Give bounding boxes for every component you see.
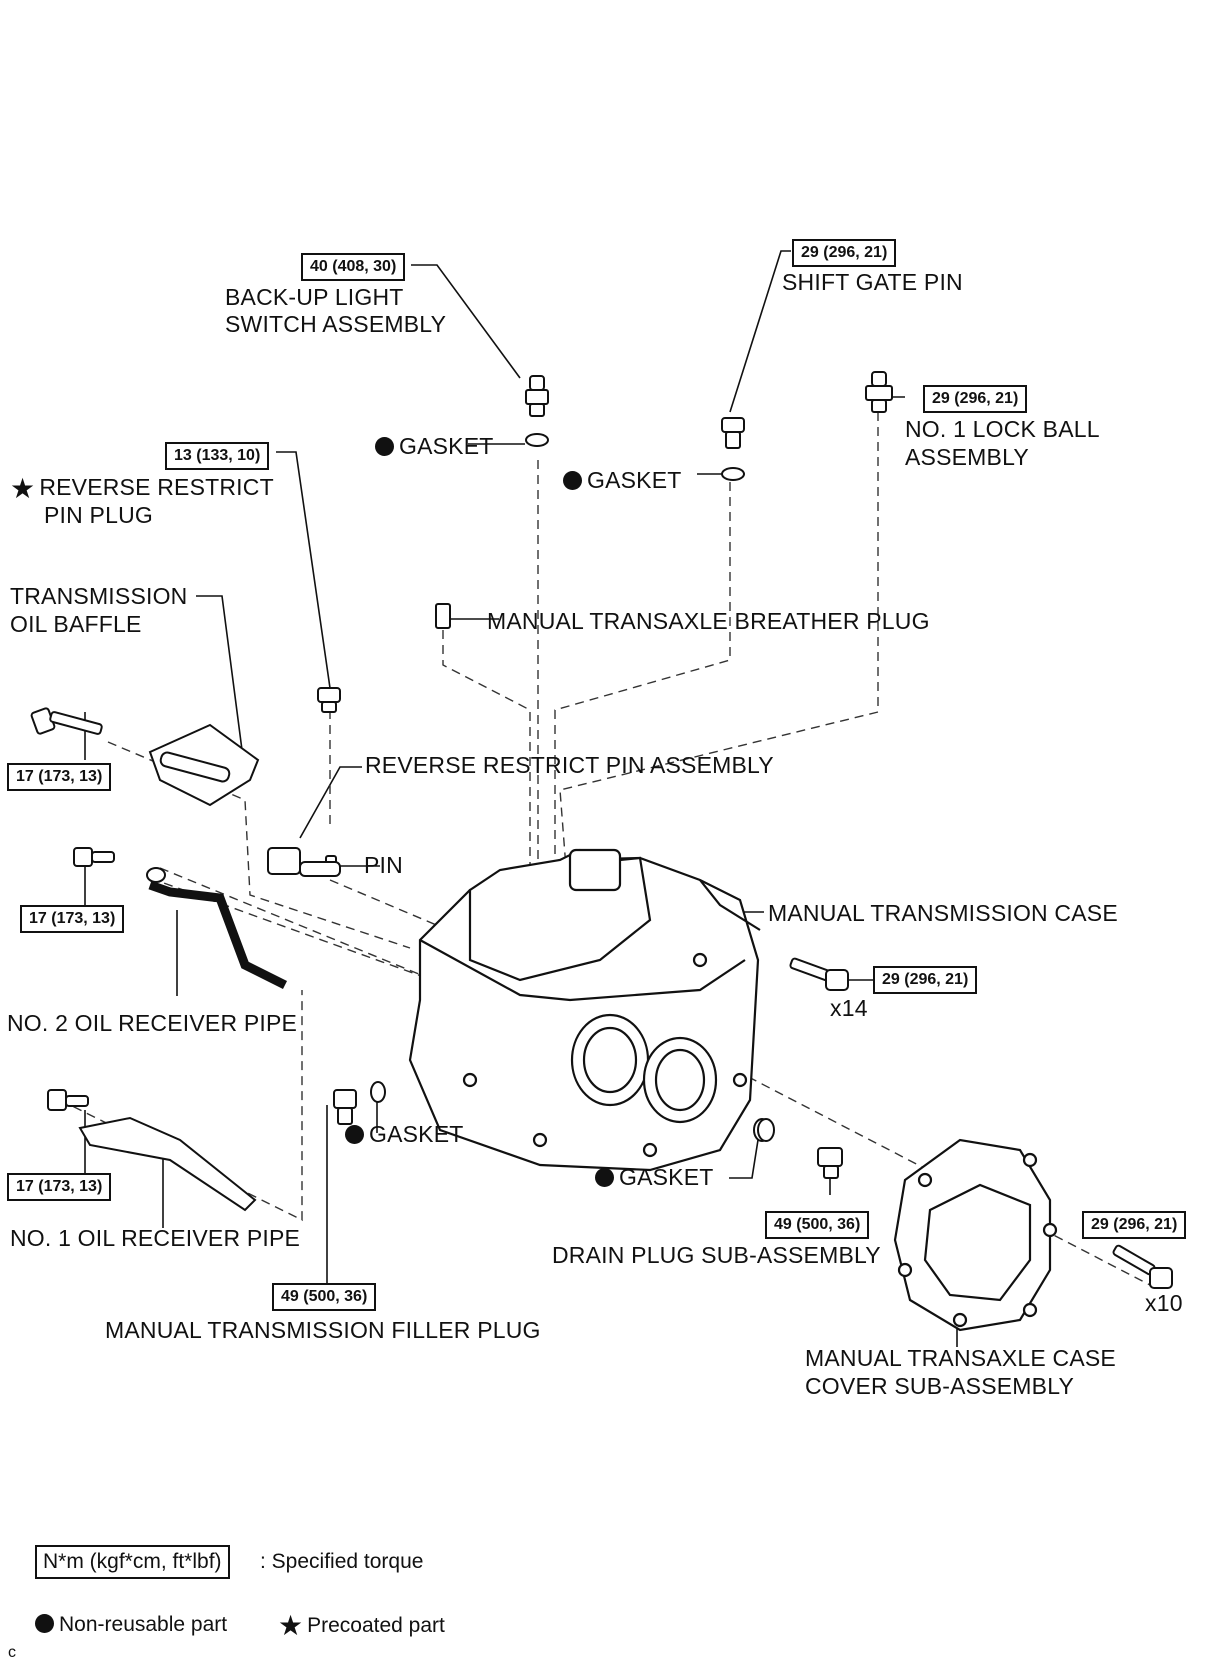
label-gasket-top-right: GASKET xyxy=(563,466,682,494)
label-breather-plug: MANUAL TRANSAXLE BREATHER PLUG xyxy=(487,608,930,634)
legend-non-reusable: Non-reusable part xyxy=(35,1612,227,1638)
label-gasket-filler: GASKET xyxy=(345,1120,464,1148)
torque-cover-bolt: 29 (296, 21) xyxy=(1082,1211,1187,1239)
non-reusable-dot-icon xyxy=(345,1125,364,1144)
non-reusable-dot-icon xyxy=(35,1614,54,1633)
label-restrict-pin-assembly: REVERSE RESTRICT PIN ASSEMBLY xyxy=(365,752,774,778)
label-no2-oil-receiver-pipe: NO. 2 OIL RECEIVER PIPE xyxy=(7,1010,298,1036)
label-no1-oil-receiver-pipe: NO. 1 OIL RECEIVER PIPE xyxy=(10,1225,301,1251)
legend-torque-unit-text: : Specified torque xyxy=(260,1550,424,1573)
legend-torque-unit-box: N*m (kgf*cm, ft*lbf) xyxy=(35,1545,230,1579)
label-restrict-plug-line1: ★REVERSE RESTRICT xyxy=(10,473,274,504)
torque-case-bolt: 29 (296, 21) xyxy=(873,966,978,994)
label-baffle-line1: TRANSMISSION xyxy=(10,583,188,609)
label-shift-gate-pin: SHIFT GATE PIN xyxy=(782,269,963,295)
label-backup-switch-line1: BACK-UP LIGHT xyxy=(225,284,404,310)
label-backup-switch-line2: SWITCH ASSEMBLY xyxy=(225,311,447,337)
non-reusable-dot-icon xyxy=(375,437,394,456)
label-restrict-plug-line2: PIN PLUG xyxy=(44,502,153,528)
label-gasket-top-left: GASKET xyxy=(375,432,494,460)
label-x14: x14 xyxy=(830,995,868,1021)
corner-mark: c xyxy=(8,1644,16,1661)
torque-filler-plug: 49 (500, 36) xyxy=(272,1283,377,1311)
torque-no1-pipe-bolt: 17 (173, 13) xyxy=(7,1173,112,1201)
label-case-cover-line1: MANUAL TRANSAXLE CASE xyxy=(805,1345,1116,1371)
label-lock-ball-line2: ASSEMBLY xyxy=(905,444,1029,470)
label-gasket-drain: GASKET xyxy=(595,1163,714,1191)
non-reusable-dot-icon xyxy=(563,471,582,490)
non-reusable-dot-icon xyxy=(595,1168,614,1187)
label-baffle-line2: OIL BAFFLE xyxy=(10,611,142,637)
label-filler-plug: MANUAL TRANSMISSION FILLER PLUG xyxy=(105,1317,541,1343)
label-case-cover-line2: COVER SUB-ASSEMBLY xyxy=(805,1373,1075,1399)
torque-no2-pipe-bolt: 17 (173, 13) xyxy=(20,905,125,933)
legend-precoated: ★Precoated part xyxy=(278,1610,445,1641)
precoated-star-icon: ★ xyxy=(10,473,36,504)
precoated-star-icon: ★ xyxy=(278,1610,304,1641)
label-lock-ball-line1: NO. 1 LOCK BALL xyxy=(905,416,1100,442)
label-drain-plug: DRAIN PLUG SUB-ASSEMBLY xyxy=(552,1242,881,1268)
torque-drain-plug: 49 (500, 36) xyxy=(765,1211,870,1239)
torque-lock-ball: 29 (296, 21) xyxy=(923,385,1028,413)
torque-baffle-bolt: 17 (173, 13) xyxy=(7,763,112,791)
label-pin: PIN xyxy=(364,852,403,878)
label-x10: x10 xyxy=(1145,1290,1183,1316)
torque-restrict-pin-plug: 13 (133, 10) xyxy=(165,442,270,470)
torque-shift-gate-pin: 29 (296, 21) xyxy=(792,239,897,267)
label-transmission-case: MANUAL TRANSMISSION CASE xyxy=(768,900,1118,926)
torque-backup-light-switch: 40 (408, 30) xyxy=(301,253,406,281)
